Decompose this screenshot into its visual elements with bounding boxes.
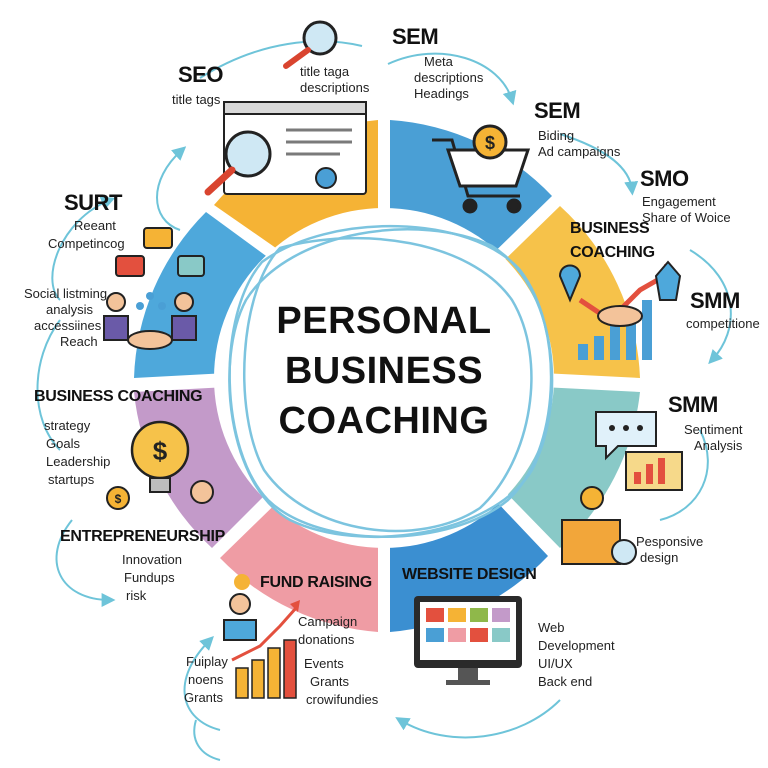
sem-top-item-descriptions: descriptions <box>414 70 484 85</box>
connector-arrows <box>36 40 732 761</box>
magnifier-icon <box>283 20 338 69</box>
center-disk <box>214 208 554 548</box>
business-coaching-left-item-startups: startups <box>48 472 95 487</box>
fund-raising-item-events: Events <box>304 656 344 671</box>
entrepreneurship-item-risk: risk <box>126 588 147 603</box>
center-title: PERSONAL BUSINESS COACHING <box>238 296 530 446</box>
website-design-item-web: Web <box>538 620 565 635</box>
handshake-chat-icon <box>103 227 205 350</box>
entrepreneurship-heading: ENTREPRENEURSHIP <box>60 528 226 545</box>
sem-top-heading: SEM <box>392 24 439 49</box>
business-coaching-left-item-strategy: strategy <box>44 418 91 433</box>
monitor-icon <box>414 596 522 685</box>
smm-top-heading: SMM <box>690 288 740 313</box>
seo-callout-1: title taga <box>300 64 350 79</box>
website-design-item-development: Development <box>538 638 615 653</box>
svg-text:$: $ <box>153 436 168 466</box>
fund-raising-heading: FUND RAISING <box>260 574 372 591</box>
lightbulb-dollar-icon: $ $ <box>106 420 214 510</box>
entrepreneurship-item-innovation: Innovation <box>122 552 182 567</box>
coin-box-icon <box>561 411 683 565</box>
surt-left-accessiines: accessiines <box>34 318 102 333</box>
smm-lower-heading: SMM <box>668 392 718 417</box>
surt-item-reeant: Reeant <box>74 218 116 233</box>
surt-left-social-listming: Social listming <box>24 286 108 301</box>
center-title-line-2: BUSINESS <box>284 350 484 392</box>
smo-item-engagement: Engagement <box>642 194 716 209</box>
entrepreneurship-item-fundups: Fundups <box>124 570 175 585</box>
browser-magnifier-icon <box>204 101 367 196</box>
smm-lower-item-analysis: Analysis <box>694 438 743 453</box>
business-coaching-top-line-1: BUSINESS <box>570 220 650 237</box>
fund-raising-left-fuiplay: Fuiplay <box>186 654 228 669</box>
website-design-item-back-end: Back end <box>538 674 593 689</box>
website-design-heading: WEBSITE DESIGN <box>402 566 537 583</box>
seo-item-title-tags: title tags <box>172 92 221 107</box>
sem-bid-item-ad-campaigns: Ad campaigns <box>538 144 621 159</box>
smm-lower-item-sentiment: Sentiment <box>684 422 743 437</box>
surt-left-reach: Reach <box>60 334 98 349</box>
sem-bid-item-biding: Biding <box>538 128 575 143</box>
business-coaching-top-line-2: COACHING <box>570 244 655 261</box>
sem-bid-heading: SEM <box>534 98 581 123</box>
smm-top-item-competitione: competitione <box>686 316 760 331</box>
surt-heading: SURT <box>64 190 122 215</box>
shopping-cart-icon: $ <box>432 124 531 214</box>
surt-item-competincog: Competincog <box>48 236 125 251</box>
fund-raising-item-donations: donations <box>298 632 355 647</box>
seo-callout-2: descriptions <box>300 80 370 95</box>
surt-left-analysis: analysis <box>46 302 93 317</box>
svg-text:$: $ <box>115 492 122 506</box>
smm-lower-extra-pesponsive: Pesponsive <box>636 534 704 549</box>
business-coaching-left-item-leadership: Leadership <box>46 454 111 469</box>
fund-raising-item-crowifundies: crowifundies <box>306 692 379 707</box>
fund-raising-left-noens: noens <box>188 672 224 687</box>
business-coaching-left-heading: BUSINESS COACHING <box>34 388 203 405</box>
business-coaching-left-item-goals: Goals <box>46 436 80 451</box>
seo-heading: SEO <box>178 62 223 87</box>
website-design-item-uiux: UI/UX <box>538 656 573 671</box>
sem-top-item-meta: Meta <box>424 54 453 69</box>
fund-raising-item-grants: Grants <box>310 674 350 689</box>
fund-raising-left-grants: Grants <box>184 690 224 705</box>
bar-chart-person-icon <box>223 574 300 699</box>
center-scribble-ring <box>228 225 554 538</box>
center-title-line-3: COACHING <box>278 400 490 442</box>
handshake-growth-icon <box>558 260 682 360</box>
smo-heading: SMO <box>640 166 689 191</box>
smm-lower-extra-design: design <box>640 550 679 565</box>
fund-raising-item-campaign: Campaign <box>298 614 358 629</box>
center-title-line-1: PERSONAL <box>276 300 492 342</box>
sem-top-item-headings: Headings <box>414 86 469 101</box>
svg-text:$: $ <box>485 133 495 153</box>
smo-item-share-of-voice: Share of Woice <box>642 210 731 225</box>
